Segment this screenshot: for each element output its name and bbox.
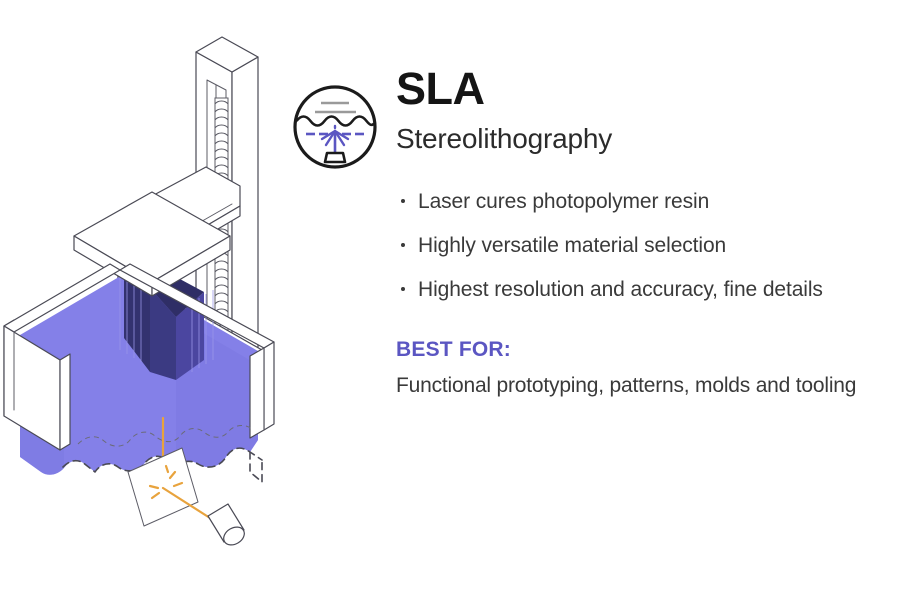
vat-cutaway-edge bbox=[62, 424, 263, 483]
icon-build-platform bbox=[323, 151, 347, 164]
icon-liquid-surface bbox=[295, 115, 375, 127]
laser-spark bbox=[148, 464, 184, 500]
page-title: SLA bbox=[396, 63, 485, 114]
best-for-text: Functional prototyping, patterns, molds … bbox=[396, 374, 857, 397]
list-item: Laser cures photopolymer resin bbox=[396, 191, 896, 212]
bullet-dot-icon bbox=[401, 199, 405, 203]
sla-printer-illustration: .ln { fill:none; stroke:#4a4a55; stroke-… bbox=[0, 20, 340, 550]
icon-laser-rays bbox=[320, 124, 350, 147]
list-item: Highest resolution and accuracy, fine de… bbox=[396, 279, 896, 300]
list-item-label: Highly versatile material selection bbox=[418, 234, 727, 257]
resin-vat-front bbox=[3, 263, 275, 451]
feature-list: Laser cures photopolymer resin Highly ve… bbox=[396, 191, 896, 300]
page-subtitle: Stereolithography bbox=[396, 123, 613, 154]
bullet-dot-icon bbox=[401, 243, 405, 247]
sla-text-content: SLA Stereolithography Laser cures photop… bbox=[396, 66, 896, 396]
list-item-label: Highest resolution and accuracy, fine de… bbox=[418, 278, 823, 301]
laser-beam-diagonal bbox=[161, 486, 212, 520]
bullet-dot-icon bbox=[401, 287, 405, 291]
laser-source bbox=[207, 503, 245, 546]
list-item-label: Laser cures photopolymer resin bbox=[418, 190, 710, 213]
sla-vat-icon bbox=[290, 82, 380, 172]
best-for-label: BEST FOR: bbox=[396, 338, 511, 361]
list-item: Highly versatile material selection bbox=[396, 235, 896, 256]
laser-system bbox=[127, 416, 245, 546]
icon-top-lines bbox=[315, 101, 356, 114]
best-for-section: BEST FOR: Functional prototyping, patter… bbox=[396, 339, 896, 396]
